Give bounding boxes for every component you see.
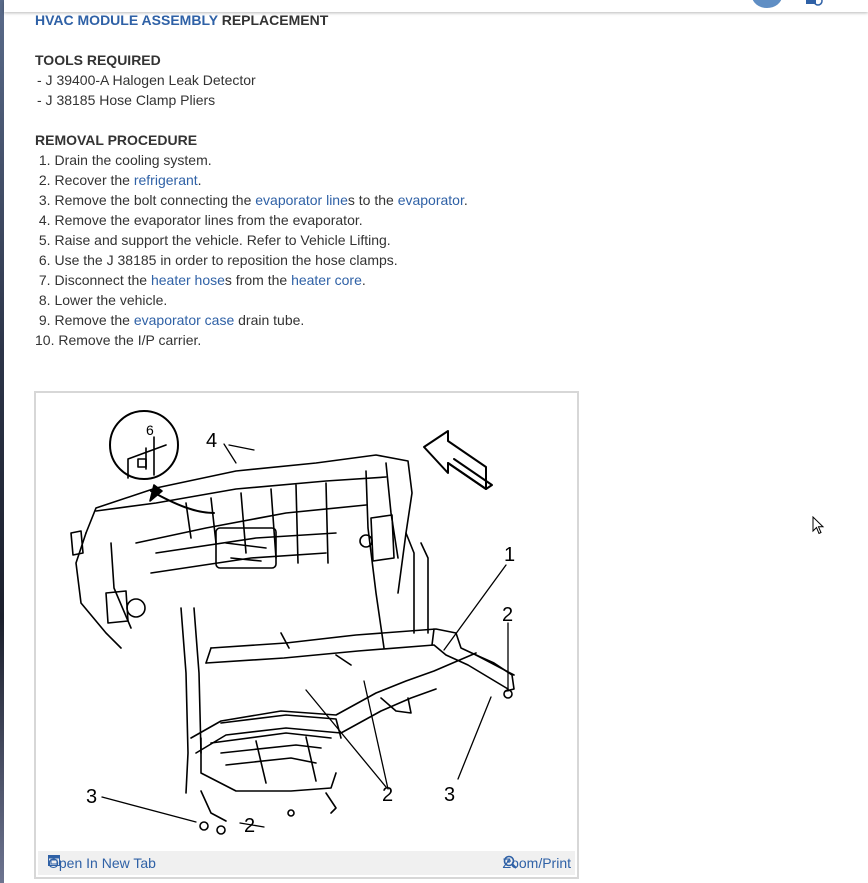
callout-2: 2 [244, 815, 255, 837]
page-title: HVAC MODULE ASSEMBLY REPLACEMENT [35, 10, 595, 30]
tool-item: - J 38185 Hose Clamp Pliers [37, 92, 216, 108]
tools-heading: TOOLS REQUIRED [35, 52, 161, 68]
step-item: 6. Use the J 38185 in order to repositio… [38, 252, 398, 268]
tools-list: - J 39400-A Halogen Leak Detector - J 38… [35, 70, 595, 110]
step-item: 1. Drain the cooling system. [38, 152, 212, 168]
step-item: 7. Disconnect the heater hoses from the … [38, 272, 366, 288]
procedure-content: HVAC MODULE ASSEMBLY REPLACEMENT TOOLS R… [35, 10, 595, 350]
callout-2: 2 [502, 604, 513, 626]
avatar[interactable] [752, 0, 782, 8]
procedure-heading: REMOVAL PROCEDURE [35, 132, 198, 148]
step-item: 4. Remove the evaporator lines from the … [38, 212, 363, 228]
mouse-cursor-icon [812, 516, 825, 535]
step-item: 3. Remove the bolt connecting the evapor… [38, 192, 468, 208]
link-evaporator-line[interactable]: evaporator line [255, 192, 348, 208]
step-item: 8. Lower the vehicle. [38, 292, 168, 308]
title-accent[interactable]: HVAC MODULE ASSEMBLY [35, 12, 218, 28]
open-tab-label[interactable]: Open In New Tab [48, 855, 156, 871]
step-item: 5. Raise and support the vehicle. Refer … [38, 232, 391, 248]
callout-2: 2 [382, 784, 393, 806]
notification-icon[interactable] [804, 0, 824, 6]
open-tab-icon [48, 855, 60, 866]
top-bar [4, 0, 868, 12]
step-item: 2. Recover the refrigerant. [38, 172, 202, 188]
callout-4: 4 [206, 430, 217, 452]
link-refrigerant[interactable]: refrigerant [133, 172, 198, 188]
figure-toolbar: Open In New Tab Zoom/Print [38, 851, 575, 875]
hvac-diagram: 1 2 2 2 3 3 4 6 [70, 410, 515, 837]
callout-6: 6 [146, 422, 154, 438]
diagram-figure: 1 2 2 2 3 3 4 6 Open In New Tab Zoom/P [34, 391, 579, 879]
zoom-print-link[interactable]: Zoom/Print [503, 855, 571, 871]
step-item: 10. Remove the I/P carrier. [35, 332, 202, 348]
step-item: 9. Remove the evaporator case drain tube… [38, 312, 305, 328]
callout-3: 3 [86, 786, 97, 808]
window-left-edge [0, 0, 4, 883]
title-rest: REPLACEMENT [217, 12, 329, 28]
zoom-label[interactable]: Zoom/Print [502, 855, 571, 871]
zoom-icon [503, 855, 517, 869]
link-evaporator[interactable]: evaporator [397, 192, 464, 208]
steps-list: 1. Drain the cooling system. 2. Recover … [35, 150, 595, 350]
link-heater-hose[interactable]: heater hose [150, 272, 225, 288]
link-evaporator-case[interactable]: evaporator case [133, 312, 235, 328]
link-heater-core[interactable]: heater core [291, 272, 362, 288]
callout-1: 1 [504, 544, 515, 566]
tool-item: - J 39400-A Halogen Leak Detector [37, 72, 256, 88]
open-in-new-tab-link[interactable]: Open In New Tab [48, 855, 156, 871]
callout-3: 3 [444, 784, 455, 806]
